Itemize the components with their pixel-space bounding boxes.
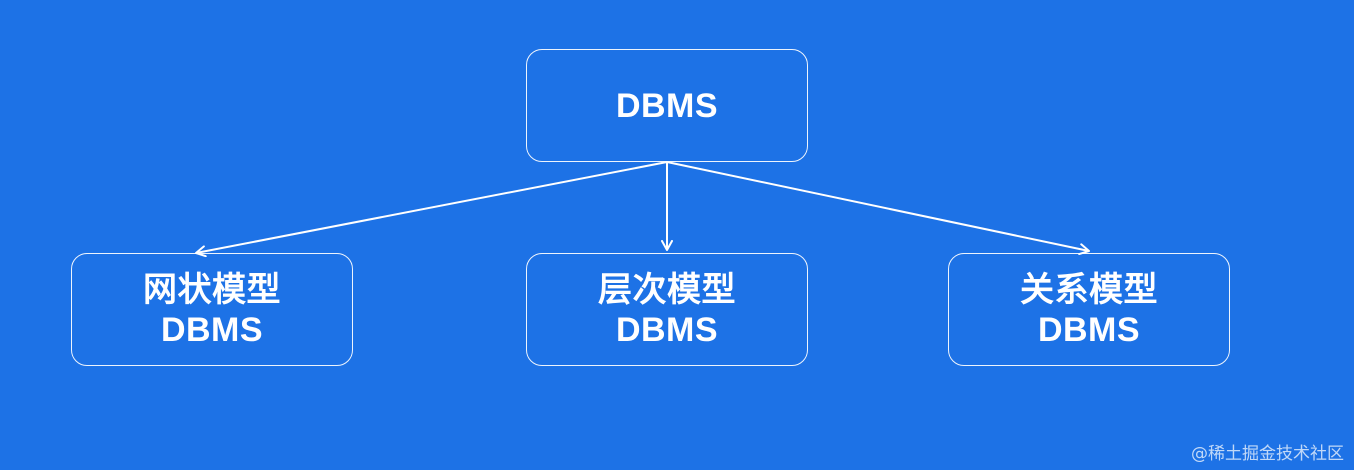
- watermark-text: @稀土掘金技术社区: [1191, 444, 1344, 464]
- node-network-model-line1: 网状模型: [143, 270, 281, 309]
- node-hierarchical-model-line2: DBMS: [615, 310, 719, 349]
- edge-root-to-relational: [666, 161, 1090, 256]
- node-dbms-root-label: DBMS: [615, 86, 719, 125]
- node-network-model: 网状模型 DBMS: [71, 253, 353, 366]
- node-network-model-line2: DBMS: [160, 310, 264, 349]
- node-dbms-root: DBMS: [526, 49, 808, 162]
- edge-root-to-network: [195, 161, 668, 258]
- node-relational-model: 关系模型 DBMS: [948, 253, 1230, 366]
- node-relational-model-line2: DBMS: [1037, 310, 1141, 349]
- node-hierarchical-model-line1: 层次模型: [598, 270, 736, 309]
- node-relational-model-line1: 关系模型: [1020, 270, 1158, 309]
- node-hierarchical-model: 层次模型 DBMS: [526, 253, 808, 366]
